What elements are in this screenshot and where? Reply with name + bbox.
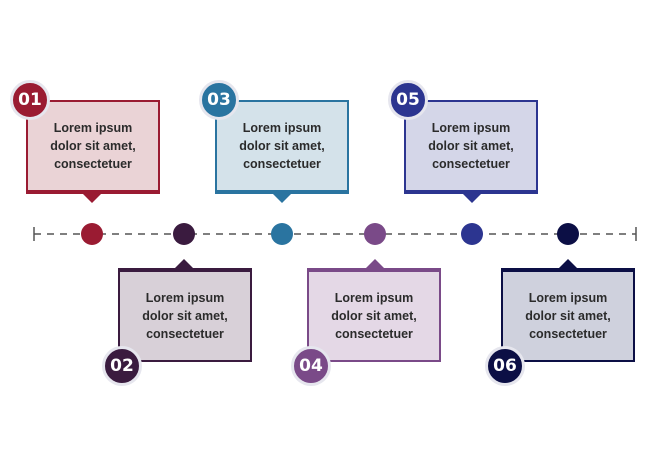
step-text-01: Lorem ipsum dolor sit amet, consectetuer [42, 119, 143, 173]
step-text-06: Lorem ipsum dolor sit amet, consectetuer [517, 289, 618, 343]
step-text-line: consectetuer [335, 327, 413, 341]
timeline-dot-04 [364, 223, 386, 245]
step-text-line: consectetuer [54, 157, 132, 171]
timeline-dot-02 [173, 223, 195, 245]
step-text-line: dolor sit amet, [239, 139, 325, 153]
box-pointer-01 [83, 194, 101, 203]
timeline-dot-01 [81, 223, 103, 245]
step-text-line: Lorem ipsum [53, 121, 133, 135]
step-text-line: dolor sit amet, [50, 139, 136, 153]
step-text-line: consectetuer [146, 327, 224, 341]
box-pointers [83, 194, 577, 268]
step-text-line: Lorem ipsum [431, 121, 511, 135]
step-text-line: Lorem ipsum [145, 291, 225, 305]
step-number-badge-04: 04 [291, 346, 331, 386]
step-text-line: dolor sit amet, [142, 309, 228, 323]
step-number-badge-02: 02 [102, 346, 142, 386]
step-text-line: consectetuer [529, 327, 607, 341]
step-text-line: consectetuer [243, 157, 321, 171]
timeline-dot-03 [271, 223, 293, 245]
step-number-badge-05: 05 [388, 80, 428, 120]
step-text-line: Lorem ipsum [528, 291, 608, 305]
step-box-02: Lorem ipsum dolor sit amet, consectetuer [118, 268, 252, 362]
step-text-05: Lorem ipsum dolor sit amet, consectetuer [420, 119, 521, 173]
step-box-05: Lorem ipsum dolor sit amet, consectetuer [404, 100, 538, 194]
step-text-line: consectetuer [432, 157, 510, 171]
step-text-line: dolor sit amet, [525, 309, 611, 323]
step-box-03: Lorem ipsum dolor sit amet, consectetuer [215, 100, 349, 194]
timeline-dot-05 [461, 223, 483, 245]
step-text-line: Lorem ipsum [334, 291, 414, 305]
step-box-04: Lorem ipsum dolor sit amet, consectetuer [307, 268, 441, 362]
step-text-03: Lorem ipsum dolor sit amet, consectetuer [231, 119, 332, 173]
step-text-line: Lorem ipsum [242, 121, 322, 135]
step-box-01: Lorem ipsum dolor sit amet, consectetuer [26, 100, 160, 194]
step-text-02: Lorem ipsum dolor sit amet, consectetuer [134, 289, 235, 343]
step-box-06: Lorem ipsum dolor sit amet, consectetuer [501, 268, 635, 362]
step-text-04: Lorem ipsum dolor sit amet, consectetuer [323, 289, 424, 343]
box-pointer-03 [273, 194, 291, 203]
box-pointer-06 [559, 259, 577, 268]
box-pointer-02 [175, 259, 193, 268]
step-text-line: dolor sit amet, [428, 139, 514, 153]
box-pointer-05 [463, 194, 481, 203]
step-number-badge-03: 03 [199, 80, 239, 120]
timeline-dot-06 [557, 223, 579, 245]
step-number-badge-01: 01 [10, 80, 50, 120]
timeline-dots [81, 223, 579, 245]
step-text-line: dolor sit amet, [331, 309, 417, 323]
box-pointer-04 [366, 259, 384, 268]
step-number-badge-06: 06 [485, 346, 525, 386]
